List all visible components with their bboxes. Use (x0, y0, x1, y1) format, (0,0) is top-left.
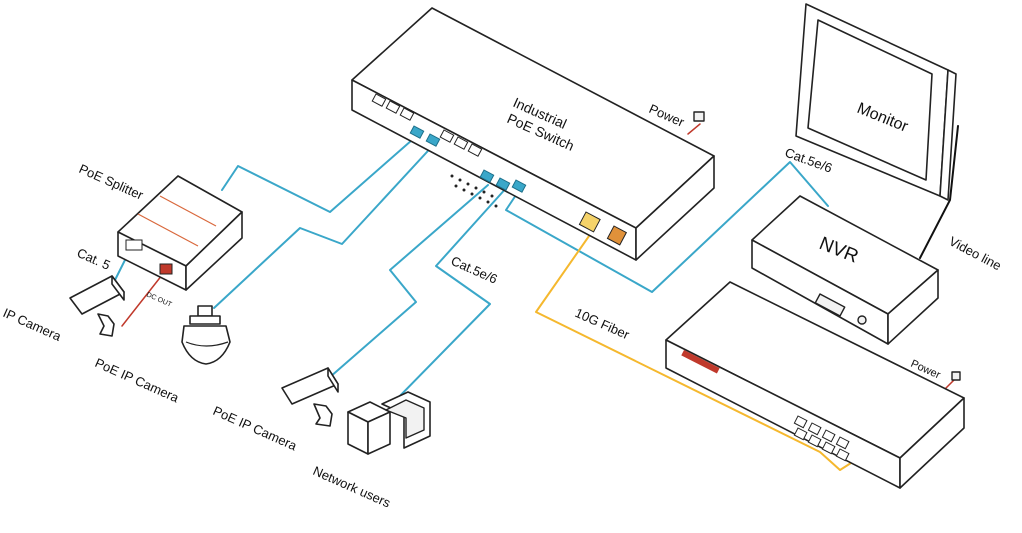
cable-camera2-switch (321, 184, 489, 385)
vent-dots (450, 174, 498, 208)
monitor: Monitor (795, 3, 957, 201)
poe-ip-camera-label-1: PoE IP Camera (93, 355, 182, 406)
fiber-label: 10G Fiber (573, 305, 633, 342)
cable-user-switch (391, 185, 509, 405)
main-switch-ports (371, 93, 628, 246)
ip-camera-label: IP Camera (1, 305, 64, 344)
poe-splitter-label: PoE Splitter (77, 161, 146, 203)
nvr: NVR (751, 195, 939, 345)
industrial-poe-switch: Industrial PoE Switch (351, 7, 715, 261)
cat5e-label-left: Cat.5e/6 (449, 253, 500, 287)
video-line-label: Video line (947, 233, 1004, 273)
cable-dc-out (121, 269, 167, 327)
secondary-switch-ports (793, 415, 850, 462)
network-users-label: Network users (311, 463, 393, 511)
poe-ip-camera-label-2: PoE IP Camera (211, 403, 300, 454)
power-outlet-top (693, 111, 705, 122)
dc-out-label: DC OUT (145, 291, 173, 309)
poe-ip-camera-2 (281, 367, 339, 427)
cat5-label: Cat. 5 (75, 245, 113, 273)
poe-splitter (117, 175, 243, 291)
cable-switch-nvr (505, 161, 829, 293)
cable-splitter-switch (221, 139, 413, 213)
poe-speed-dome-camera (181, 305, 231, 365)
cable-10g-fiber (535, 225, 863, 471)
cable-dome-switch (213, 139, 439, 309)
power-outlet-bottom (951, 371, 961, 381)
cable-video-line (919, 125, 959, 259)
poe-switch-secondary (665, 281, 965, 489)
network-user-pc (347, 391, 431, 455)
ip-camera (69, 275, 125, 337)
cable-power-switch (687, 123, 701, 135)
